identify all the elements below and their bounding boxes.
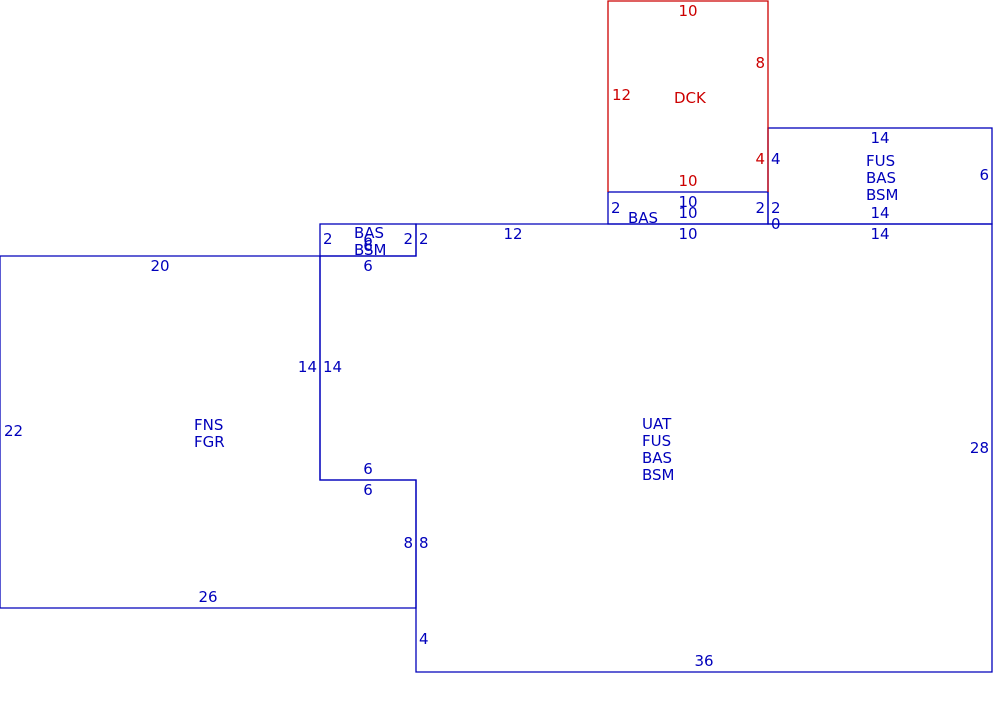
area-deck-dim-top: 10 bbox=[678, 2, 697, 20]
area-deck-label: DCK bbox=[674, 89, 707, 107]
area-main-label-3: BAS bbox=[642, 449, 672, 467]
area-left-wing[interactable]: FNS FGR 20 14 6 8 26 22 bbox=[0, 255, 417, 609]
area-right-box-label-1: FUS bbox=[866, 152, 895, 170]
area-right-box-dim-bottom: 14 bbox=[870, 204, 889, 222]
area-deck-dim-right-upper: 8 bbox=[755, 54, 765, 72]
area-left-wing-dim-bottom: 26 bbox=[198, 588, 217, 606]
area-small-bump-dim-right: 2 bbox=[403, 230, 413, 248]
area-left-wing-label-2: FGR bbox=[194, 433, 225, 451]
area-small-bump-dim-top: 6 bbox=[363, 231, 373, 249]
area-left-wing-label-1: FNS bbox=[194, 416, 223, 434]
area-right-box-dim-left: 4 bbox=[771, 150, 781, 168]
area-main-dim-notch-bottom: 6 bbox=[363, 481, 373, 499]
area-main-dim-notch-top: 6 bbox=[363, 257, 373, 275]
area-bas-strip-dim-bottom: 10 bbox=[678, 204, 697, 222]
area-right-box-label-3: BSM bbox=[866, 186, 899, 204]
area-left-wing-dim-notch-side: 14 bbox=[298, 358, 317, 376]
area-small-bump-dim-left: 2 bbox=[323, 230, 333, 248]
area-right-box-label-2: BAS bbox=[866, 169, 896, 187]
area-main-dim-inner-side: 8 bbox=[419, 534, 429, 552]
area-main-label-1: UAT bbox=[642, 415, 672, 433]
area-left-wing-dim-inner-side: 8 bbox=[403, 534, 413, 552]
area-bas-strip-label: BAS bbox=[628, 209, 658, 227]
area-small-bump-label-2: BSM bbox=[354, 241, 387, 259]
area-main-dim-notch-side: 14 bbox=[323, 358, 342, 376]
area-bas-strip-dim-left: 2 bbox=[611, 199, 621, 217]
area-main-dim-top-mid: 10 bbox=[678, 225, 697, 243]
area-main-label-2: FUS bbox=[642, 432, 671, 450]
area-bas-strip-dim-right-outer: 2 bbox=[771, 199, 781, 217]
area-small-bump-dim-bottom: 6 bbox=[363, 237, 373, 255]
area-main[interactable]: UAT FUS BAS BSM 36 28 14 0 10 12 2 6 14 … bbox=[319, 215, 993, 673]
area-main-dim-right: 28 bbox=[970, 439, 989, 457]
area-deck-dim-right-lower: 4 bbox=[755, 150, 765, 168]
area-right-box[interactable]: FUS BAS BSM 14 6 14 4 bbox=[767, 127, 993, 225]
area-deck[interactable]: DCK 10 8 4 10 12 bbox=[607, 0, 769, 192]
area-bas-strip-dim-right: 2 bbox=[755, 199, 765, 217]
area-small-bump[interactable]: BAS BSM 6 2 2 6 bbox=[319, 223, 417, 259]
area-main-dim-bottom: 36 bbox=[694, 652, 713, 670]
area-bas-strip[interactable]: BAS 10 2 10 2 2 bbox=[607, 191, 781, 227]
area-left-wing-dim-left: 22 bbox=[4, 422, 23, 440]
area-small-bump-outline bbox=[319, 223, 417, 257]
area-deck-dim-left: 12 bbox=[612, 86, 631, 104]
area-left-wing-dim-notch-bottom: 6 bbox=[363, 460, 373, 478]
area-left-wing-dim-top: 20 bbox=[150, 257, 169, 275]
area-main-dim-step: 2 bbox=[419, 230, 429, 248]
area-main-dim-top-right: 14 bbox=[870, 225, 889, 243]
area-right-box-dim-right: 6 bbox=[979, 166, 989, 184]
area-main-dim-lower-side: 4 bbox=[419, 630, 429, 648]
area-right-box-dim-top: 14 bbox=[870, 129, 889, 147]
area-main-dim-top-left: 12 bbox=[503, 225, 522, 243]
area-bas-strip-dim-top: 10 bbox=[678, 193, 697, 211]
area-deck-dim-bottom: 10 bbox=[678, 172, 697, 190]
area-small-bump-label-1: BAS bbox=[354, 224, 384, 242]
area-main-label-4: BSM bbox=[642, 466, 675, 484]
area-deck-outline bbox=[607, 0, 769, 192]
